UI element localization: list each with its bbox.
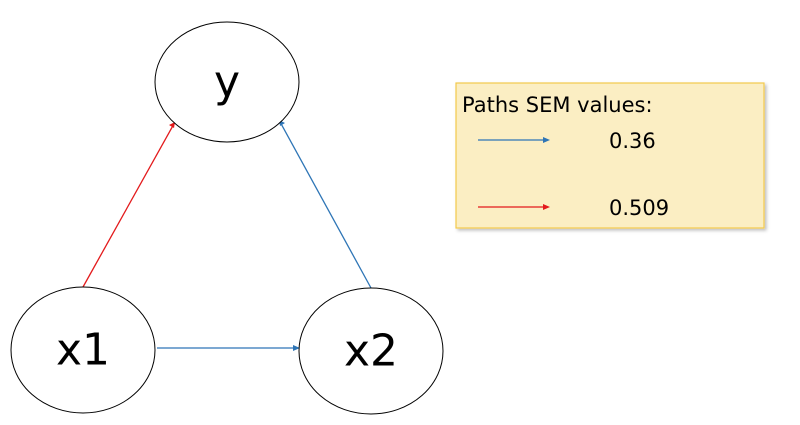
arrowhead-x1-to-y	[169, 122, 175, 128]
node-x2-label: x2	[344, 326, 398, 377]
node-y-label: y	[214, 57, 240, 108]
arrowhead-x1-to-x2	[293, 345, 300, 351]
node-x2: x2	[298, 287, 444, 415]
legend-title: Paths SEM values:	[462, 93, 653, 117]
node-y-ellipse	[154, 21, 300, 143]
node-x2-ellipse	[298, 287, 444, 415]
node-y: y	[154, 21, 300, 143]
legend-value: 0.509	[609, 196, 669, 220]
path-x1-to-y	[82, 121, 176, 288]
legend-value: 0.36	[609, 129, 656, 153]
legend-background	[455, 82, 765, 229]
node-x1-ellipse	[10, 286, 156, 414]
path-x2-to-y	[278, 119, 372, 289]
legend-box: Paths SEM values: 0.36 0.509	[455, 82, 765, 229]
legend-swatch-arrowhead	[543, 204, 550, 210]
node-x1: x1	[10, 286, 156, 414]
legend-swatch-arrowhead	[543, 137, 550, 143]
node-x1-label: x1	[56, 325, 110, 376]
